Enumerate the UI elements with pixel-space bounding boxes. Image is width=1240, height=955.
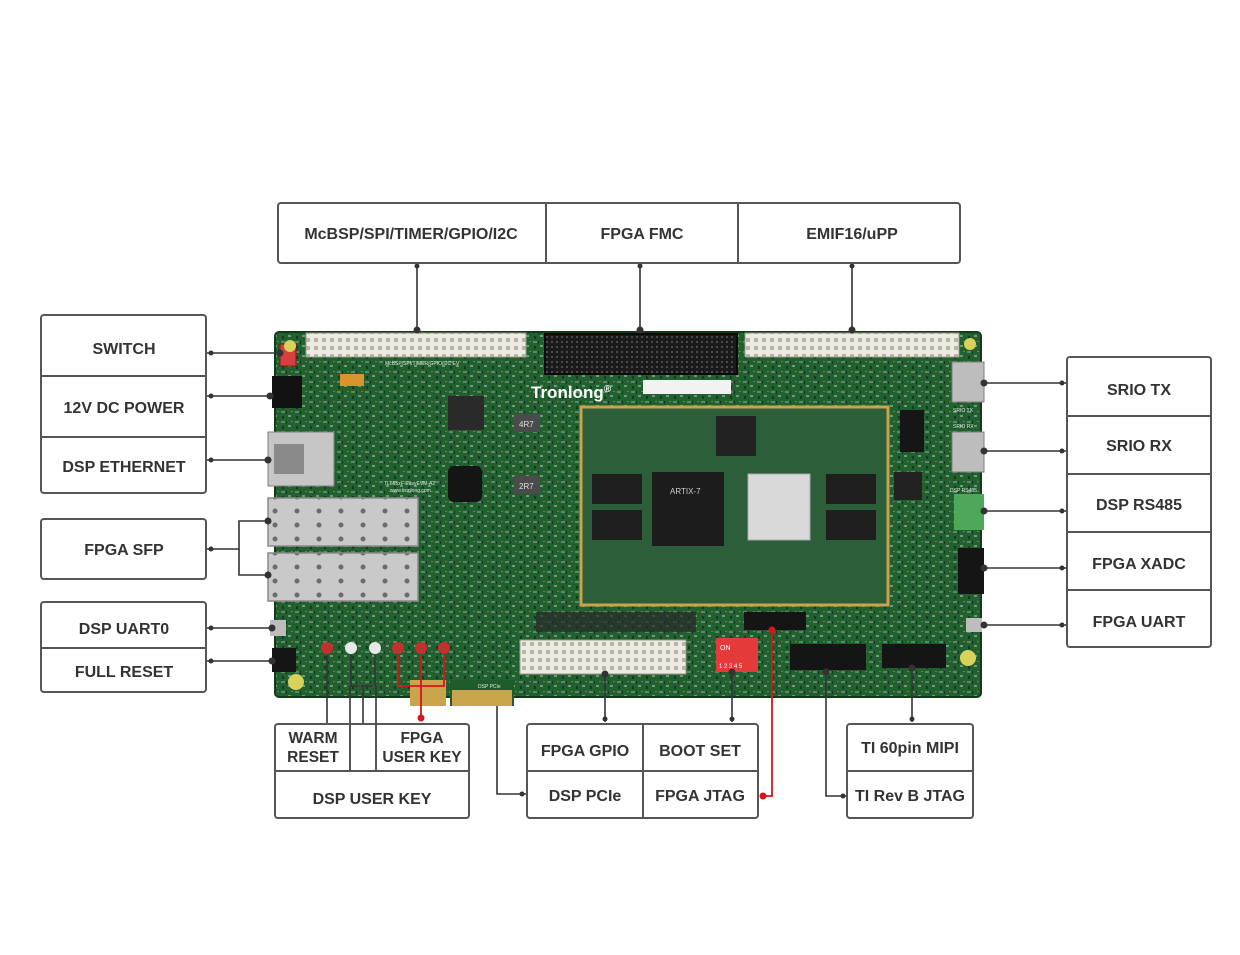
srio-tx-port [951,361,985,403]
emif-header [744,332,960,358]
pcie-left-tab [410,680,446,706]
mount-hole-3 [284,340,296,352]
mipi-connector [882,644,946,668]
label-dsp-rs485: DSP RS485 [1096,497,1182,514]
button-2 [345,642,357,654]
ti-jtag-header [790,644,866,670]
dip-numbers: 1 2 3 4 5 [719,664,743,670]
r47-part [514,414,540,432]
silk-pcie: DSP PCIe [478,684,501,690]
left-label-group-1: SWITCH 12V DC POWER DSP ETHERNET [40,314,207,494]
ddr-3 [826,474,876,504]
ddr-2 [592,510,642,540]
fpga-gpio-header [519,639,687,675]
xadc-header [958,548,984,594]
label-srio-tx: SRIO TX [1107,382,1171,399]
silk-top: McBSP/SPI/TIMER/GPIO/I2C EV [385,361,460,367]
fmc-connector [544,333,738,375]
sfp-cage-2 [267,552,419,602]
silk-srio-tx: SRIO TX [953,408,974,414]
silk-model: TL665xF-EasyEVM-A2 [384,481,435,487]
ddr-4 [826,510,876,540]
white-label [643,380,731,394]
label-fpga-xadc: FPGA XADC [1092,556,1186,573]
tronlong-logo: Tronlong® [531,383,612,402]
label-warm-reset-2: RESET [287,749,339,766]
silk-rs485: DSP RS485 [950,488,977,494]
left-label-sfp: FPGA SFP [40,518,207,580]
silk-url: www.tronlong.com [390,488,431,494]
label-srio-rx: SRIO RX [1106,438,1172,455]
dsp-chip [747,473,811,541]
label-dsp-ethernet: DSP ETHERNET [62,459,186,476]
label-fpga-fmc: FPGA FMC [601,226,684,243]
rs485-terminal [954,494,984,530]
left-label-group-2: DSP UART0 FULL RESET [40,601,207,693]
leader-lines [207,263,1066,800]
label-warm-reset-1: WARM [288,730,337,747]
button-6 [438,642,450,654]
right-header [900,410,924,452]
srio-rx-port [951,431,985,473]
label-fpga-user-key-2: USER KEY [382,749,462,766]
dsp-uart0-port [270,620,286,636]
silk-srio-rx: SRIO RX [953,424,974,430]
fpga-chip [652,472,724,546]
ti-label-group: TI 60pin MIPI TI Rev B JTAG [846,723,974,819]
label-dc-power: 12V DC POWER [64,400,185,417]
button-3 [369,642,381,654]
chips-row [536,612,696,632]
keys-label-group: WARM RESET FPGA USER KEY DSP USER KEY [274,723,470,819]
label-fpga-user-key-1: FPGA [400,730,443,747]
mount-hole-4 [964,338,976,350]
silk-r1: 4R7 [519,420,534,429]
label-ti-mipi: TI 60pin MIPI [861,740,959,757]
label-dsp-pcie: DSP PCIe [549,788,622,805]
mount-hole-2 [960,650,976,666]
full-reset-header [272,648,296,672]
label-fpga-uart: FPGA UART [1093,614,1186,631]
button-warm-reset [321,642,333,654]
flash-chip [716,416,756,456]
silk-r2: 2R7 [519,482,534,491]
top-label-group: McBSP/SPI/TIMER/GPIO/I2C FPGA FMC EMIF16… [277,202,961,264]
label-fpga-sfp: FPGA SFP [84,542,164,559]
label-switch: SWITCH [92,341,155,358]
label-dsp-user-key: DSP USER KEY [313,791,432,808]
fpga-jtag-header [744,612,806,630]
label-mcbsp: McBSP/SPI/TIMER/GPIO/I2C [304,226,518,243]
r27-part [514,476,540,494]
middle-label-group: FPGA GPIO BOOT SET DSP PCIe FPGA JTAG [526,723,759,819]
right-ic [894,472,922,500]
orange-cap [340,374,364,386]
fpga-uart-port [966,618,982,632]
dip-switch [716,638,758,672]
inductor [448,466,482,502]
label-fpga-gpio: FPGA GPIO [541,743,629,760]
label-emif: EMIF16/uPP [806,226,898,243]
ddr-1 [592,474,642,504]
label-fpga-jtag: FPGA JTAG [655,788,745,805]
label-ti-jtag: TI Rev B JTAG [855,788,965,805]
label-dsp-uart0: DSP UART0 [79,621,169,638]
dip-on-text: ON [720,645,731,652]
label-boot-set: BOOT SET [659,743,741,760]
power-jack [272,376,302,408]
mcbsp-header [305,332,527,358]
ethernet-port [274,444,304,474]
button-5 [415,642,427,654]
mount-hole-1 [288,674,304,690]
regulator [448,396,484,430]
pcie-fingers [452,690,512,706]
right-label-group: SRIO TX SRIO RX DSP RS485 FPGA XADC FPGA… [1066,356,1212,648]
sfp-cage-1 [267,497,419,547]
button-4 [392,642,404,654]
label-full-reset: FULL RESET [75,664,174,681]
pcb-board: Tronlong® McBSP/SPI/TIMER/GPIO/I2C EV 4R… [267,331,985,706]
fpga-chip-text: ARTIX-7 [670,487,701,496]
